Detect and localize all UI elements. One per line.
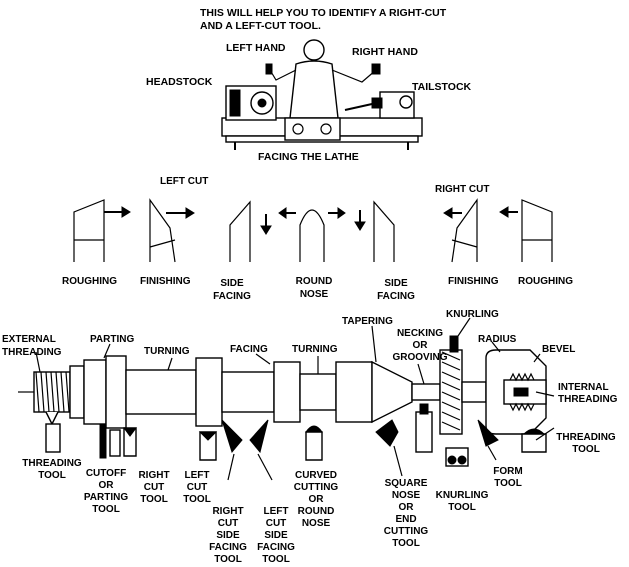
cutoff-label-3: PARTING <box>84 492 128 503</box>
radius-label: RADIUS <box>478 334 517 345</box>
turning-label-2: TURNING <box>292 344 338 355</box>
necking-label-1: NECKING <box>397 328 443 339</box>
curved-cutting-label-3: OR <box>309 494 325 505</box>
knurling-tool-label-1: KNURLING <box>436 490 489 501</box>
curved-cutting-label-5: NOSE <box>302 518 331 529</box>
form-tool-label-2: TOOL <box>494 478 522 489</box>
header-line-1: THIS WILL HELP YOU TO IDENTIFY A RIGHT-C… <box>200 7 447 19</box>
finishing-left-label: FINISHING <box>140 276 191 287</box>
left-cut-side-facing-label-4: FACING <box>257 542 295 553</box>
round-nose-tool-shape <box>278 207 346 262</box>
tapering-label: TAPERING <box>342 316 393 327</box>
workpiece <box>18 335 547 435</box>
right-cut-tool-label-1: RIGHT <box>138 470 169 481</box>
header-line-2: AND A LEFT-CUT TOOL. <box>200 20 321 32</box>
left-cut-tool-label-1: LEFT <box>185 470 210 481</box>
knurling-label: KNURLING <box>446 309 499 320</box>
form-tool-label-1: FORM <box>493 466 522 477</box>
square-nose-label-2: NOSE <box>392 490 421 501</box>
square-nose-label-6: TOOL <box>392 538 420 549</box>
side-facing-right-tool-shape <box>354 200 395 262</box>
left-cut-side-facing-label-3: SIDE <box>264 530 288 541</box>
curved-cutting-label-2: CUTTING <box>294 482 339 493</box>
right-cut-side-facing-label-2: CUT <box>218 518 239 529</box>
arrow-right-icon <box>185 207 195 219</box>
right-cut-label: RIGHT CUT <box>435 184 489 195</box>
necking-label-2: OR <box>413 340 429 351</box>
arrow-down-icon <box>354 221 366 231</box>
lathe-operator-illustration <box>221 39 423 150</box>
side-facing-left-tool-shape <box>229 200 272 262</box>
parting-label: PARTING <box>90 334 134 345</box>
left-cut-side-facing-label-5: TOOL <box>262 554 290 565</box>
roughing-left-tool-shape <box>73 199 131 262</box>
cutting-tools <box>45 403 547 467</box>
square-nose-label-3: OR <box>399 502 415 513</box>
tailstock-label: TAILSTOCK <box>412 81 472 93</box>
right-cut-tool-label-2: CUT <box>144 482 165 493</box>
side-facing-right-label-2: FACING <box>377 291 415 302</box>
square-nose-label-1: SQUARE <box>385 478 428 489</box>
curved-cutting-label-4: ROUND <box>298 506 335 517</box>
cutoff-label-4: TOOL <box>92 504 120 515</box>
cutoff-label-2: OR <box>99 480 115 491</box>
curved-cutting-label-1: CURVED <box>295 470 337 481</box>
arrow-right-icon <box>121 206 131 218</box>
threading-tool-right-label-1: THREADING <box>556 432 616 443</box>
roughing-left-label: ROUGHING <box>62 276 117 287</box>
knurling-tool-label-2: TOOL <box>448 502 476 513</box>
right-cut-tool-label-3: TOOL <box>140 494 168 505</box>
arrow-down-icon <box>260 225 272 235</box>
roughing-right-label: ROUGHING <box>518 276 573 287</box>
square-nose-label-4: END <box>395 514 416 525</box>
necking-label-3: GROOVING <box>392 352 447 363</box>
left-cut-side-facing-label-1: LEFT <box>264 506 289 517</box>
left-cut-label: LEFT CUT <box>160 176 208 187</box>
bevel-label: BEVEL <box>542 344 575 355</box>
arrow-left-icon <box>443 207 453 219</box>
turning-label-1: TURNING <box>144 346 190 357</box>
finishing-right-label: FINISHING <box>448 276 499 287</box>
leader-lines <box>35 317 555 481</box>
right-cut-side-facing-label-1: RIGHT <box>212 506 243 517</box>
facing-the-lathe-caption: FACING THE LATHE <box>258 151 359 163</box>
side-facing-right-label-1: SIDE <box>384 278 408 289</box>
internal-threading-label-1: INTERNAL <box>558 382 609 393</box>
facing-label: FACING <box>230 344 268 355</box>
cutoff-label-1: CUTOFF <box>86 468 126 479</box>
left-cut-side-facing-label-2: CUT <box>266 518 287 529</box>
finishing-right-tool-shape <box>443 198 478 263</box>
right-hand-label: RIGHT HAND <box>352 46 418 58</box>
threading-tool-label-2: TOOL <box>38 470 66 481</box>
arrow-left-icon <box>278 207 287 219</box>
external-threading-label-2: THREADING <box>2 347 62 358</box>
round-nose-label-1: ROUND <box>296 276 333 287</box>
taper-section <box>371 360 413 424</box>
finishing-left-tool-shape <box>149 198 195 263</box>
headstock-label: HEADSTOCK <box>146 76 213 88</box>
left-hand-label: LEFT HAND <box>226 42 286 54</box>
right-cut-side-facing-label-4: FACING <box>209 542 247 553</box>
arrow-left-icon <box>499 206 509 218</box>
neck-groove <box>411 383 441 401</box>
threading-tool-right-label-2: TOOL <box>572 444 600 455</box>
internal-threading-label-2: THREADING <box>558 394 618 405</box>
left-cut-tool-label-2: CUT <box>187 482 208 493</box>
roughing-right-tool-shape <box>499 199 553 262</box>
square-nose-label-5: CUTTING <box>384 526 429 537</box>
external-threading-label-1: EXTERNAL <box>2 334 56 345</box>
right-cut-side-facing-label-3: SIDE <box>216 530 240 541</box>
side-facing-left-label-2: FACING <box>213 291 251 302</box>
round-nose-label-2: NOSE <box>300 289 329 300</box>
side-facing-left-label-1: SIDE <box>220 278 244 289</box>
right-cut-side-facing-label-5: TOOL <box>214 554 242 565</box>
arrow-right-icon <box>337 207 346 219</box>
left-cut-tool-label-3: TOOL <box>183 494 211 505</box>
threading-tool-label-1: THREADING <box>22 458 82 469</box>
